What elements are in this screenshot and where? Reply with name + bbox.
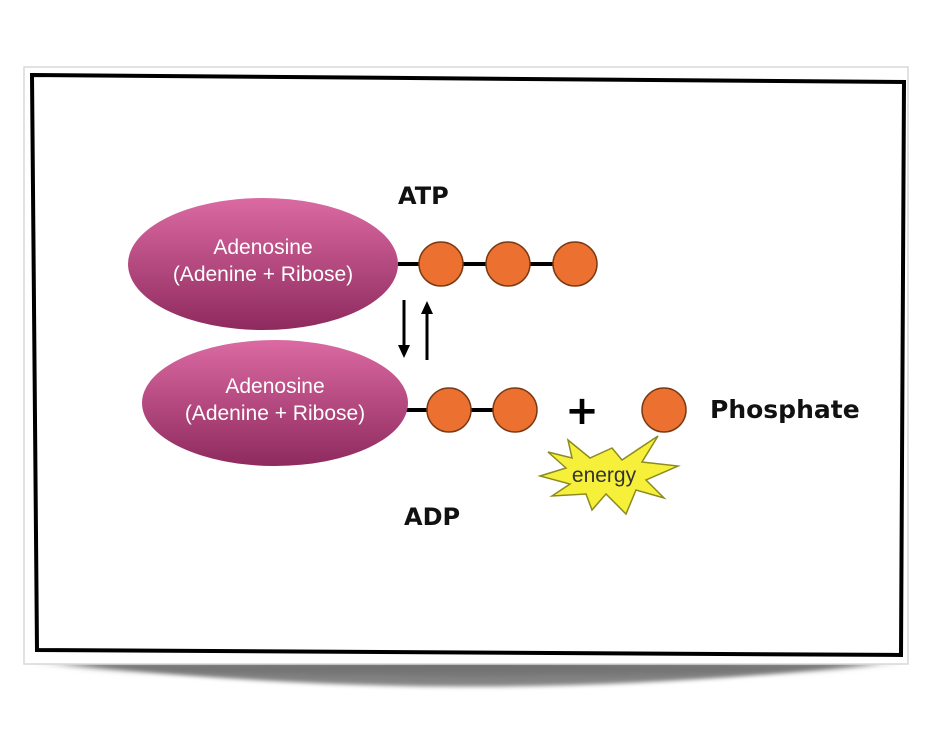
atp-phosphate-3 bbox=[552, 241, 598, 287]
atp-molecule: Adenosine (Adenine + Ribose) bbox=[128, 198, 598, 330]
adp-label: ADP bbox=[404, 503, 460, 531]
arrow-down-icon bbox=[398, 300, 410, 358]
energy-star-icon bbox=[537, 435, 681, 516]
atp-label: ATP bbox=[398, 182, 449, 210]
adp-adenosine-composition: (Adenine + Ribose) bbox=[185, 402, 365, 425]
atp-phosphate-2 bbox=[485, 241, 531, 287]
equilibrium-arrows bbox=[398, 300, 433, 360]
adp-molecule: Adenosine (Adenine + Ribose) bbox=[142, 340, 538, 466]
free-phosphate bbox=[641, 387, 687, 433]
plus-sign: + bbox=[565, 388, 599, 434]
adp-phosphate-1 bbox=[426, 387, 472, 433]
arrow-up-icon bbox=[421, 301, 433, 360]
adp-adenosine-ellipse bbox=[142, 340, 408, 466]
inner-border bbox=[29, 72, 907, 658]
energy-burst: energy bbox=[537, 435, 681, 516]
adp-phosphate-2 bbox=[492, 387, 538, 433]
atp-phosphate-1 bbox=[418, 241, 464, 287]
adp-adenosine-name: Adenosine bbox=[225, 375, 324, 398]
atp-adenosine-composition: (Adenine + Ribose) bbox=[173, 263, 353, 286]
atp-adenosine-ellipse bbox=[128, 198, 398, 330]
energy-label: energy bbox=[572, 464, 637, 487]
atp-adenosine-name: Adenosine bbox=[213, 236, 312, 259]
phosphate-label: Phosphate bbox=[710, 395, 860, 424]
